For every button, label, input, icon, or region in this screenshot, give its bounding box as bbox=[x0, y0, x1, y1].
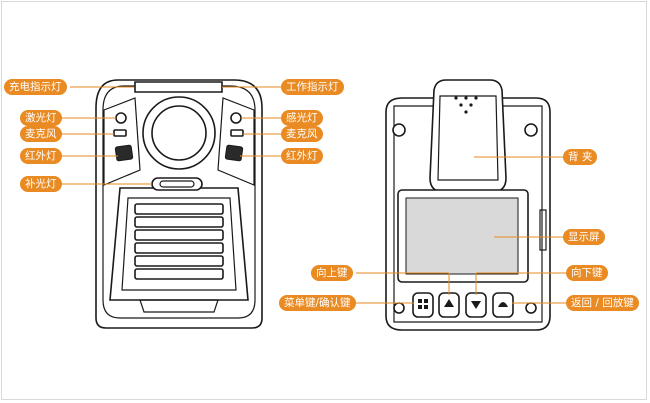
label-menu-confirm-key: 菜单键/确认键 bbox=[279, 295, 356, 311]
label-fill-light: 补光灯 bbox=[20, 176, 62, 192]
label-down-key: 向下键 bbox=[566, 265, 608, 281]
label-display: 显示屏 bbox=[563, 229, 605, 245]
label-infrared-left: 红外灯 bbox=[20, 148, 62, 164]
label-charge-indicator: 充电指示灯 bbox=[4, 79, 67, 95]
up-arrow-icon bbox=[444, 299, 454, 307]
down-arrow-icon bbox=[471, 301, 481, 309]
menu-icon bbox=[418, 299, 428, 309]
label-microphone-left: 麦克风 bbox=[20, 126, 62, 142]
label-up-key: 向上键 bbox=[311, 265, 353, 281]
return-icon bbox=[498, 302, 508, 307]
front-device bbox=[95, 79, 263, 329]
label-infrared-right: 红外灯 bbox=[281, 148, 323, 164]
label-back-clip: 背 夹 bbox=[563, 149, 598, 165]
back-device bbox=[385, 79, 551, 331]
label-laser-light: 激光灯 bbox=[20, 110, 62, 126]
label-work-indicator: 工作指示灯 bbox=[281, 79, 344, 95]
label-return-playback-key: 返回 / 回放键 bbox=[566, 295, 639, 311]
label-light-sensor: 感光灯 bbox=[281, 110, 323, 126]
leader-lines bbox=[54, 86, 566, 304]
label-microphone-right: 麦克风 bbox=[281, 126, 323, 142]
